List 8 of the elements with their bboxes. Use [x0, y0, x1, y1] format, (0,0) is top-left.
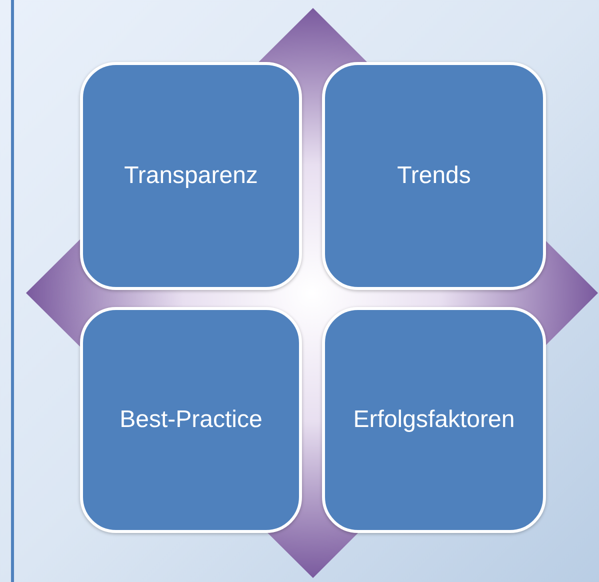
- box-label: Erfolgsfaktoren: [353, 406, 515, 434]
- rounded-box: [322, 62, 546, 290]
- box-label: Best-Practice: [120, 406, 262, 434]
- box-label: Transparenz: [124, 162, 258, 190]
- rounded-box: [80, 62, 302, 290]
- rounded-box: [322, 307, 546, 533]
- rounded-box: [80, 307, 302, 533]
- box-label: Trends: [397, 162, 471, 190]
